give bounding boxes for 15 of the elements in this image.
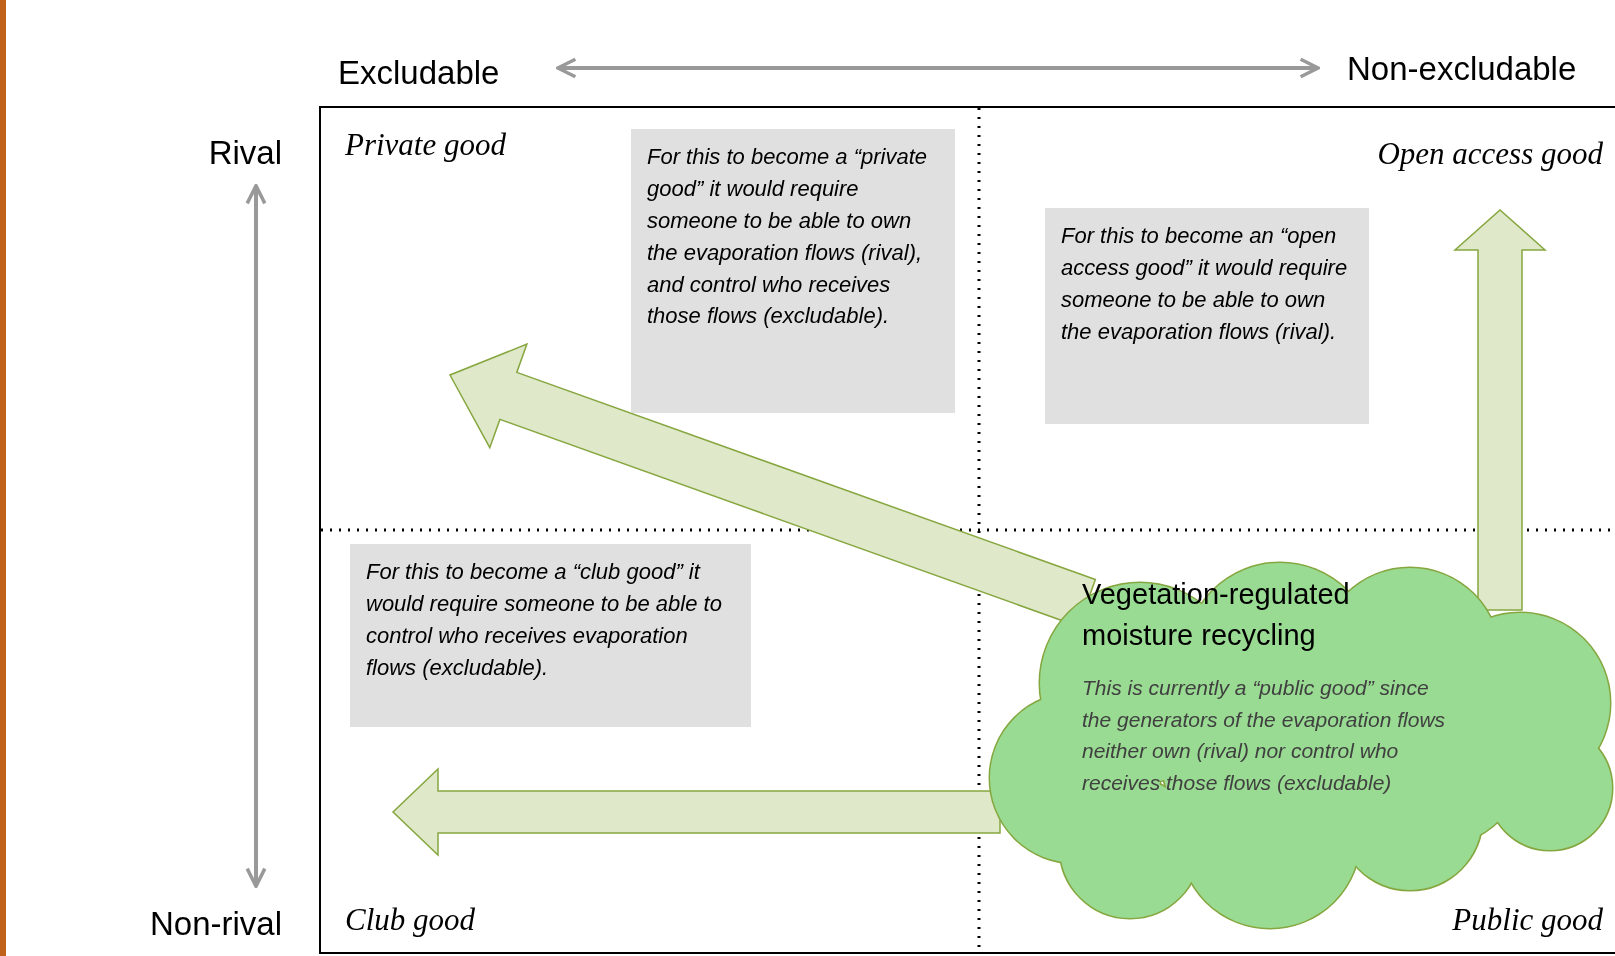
cloud-heading: Vegetation-regulated moisture recycling <box>1082 577 1351 653</box>
quadrant-label: Club good <box>345 902 476 938</box>
note-box: For this to become an “open access good” it would require someone to be able to own the evaporation flows (rival). <box>1045 208 1369 424</box>
block-arrow <box>1453 209 1547 611</box>
block-arrow <box>391 767 1001 857</box>
quadrant-label: Open access good <box>1377 136 1603 172</box>
cloud-text: This is currently a “public good” since the generators of the evaporation flows neither own (rival) nor control who receives those flows (excludable) <box>1082 675 1447 796</box>
axis-label: Non-excludable <box>1347 50 1577 88</box>
note-box: For this to become a “private good” it would require someone to be able to own the evaporation flows (rival), and control who receives those flows (excludable). <box>631 129 955 413</box>
axis-label: Excludable <box>338 54 500 92</box>
note-box: For this to become a “club good” it would require someone to be able to control who receives evaporation flows (excludable). <box>350 544 751 727</box>
axis-label: Non-rival <box>149 905 282 943</box>
axis-label: Rival <box>208 134 282 172</box>
quadrant-label: Private good <box>345 127 506 163</box>
quadrant-label: Public good <box>1452 902 1603 938</box>
